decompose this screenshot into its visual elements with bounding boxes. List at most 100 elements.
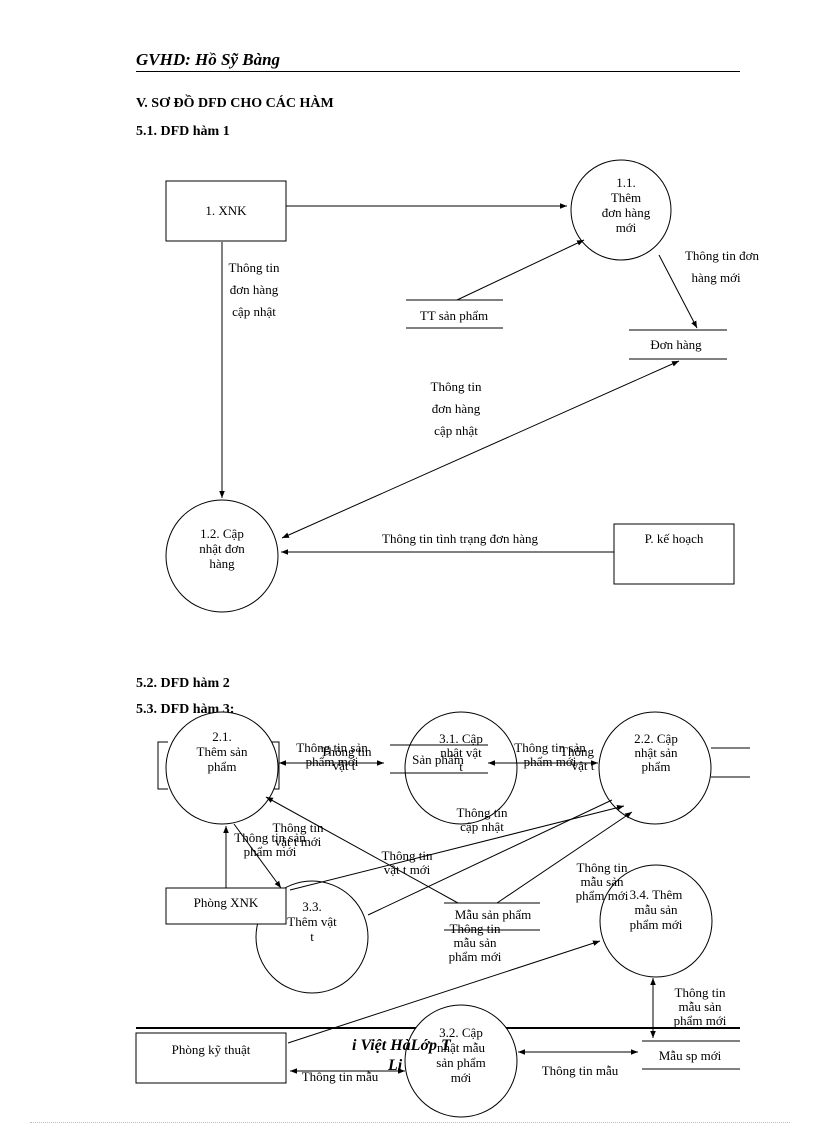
- flow-label-d-1: Thông tin: [382, 848, 433, 863]
- process-3-2-line3: sản phẩm: [436, 1055, 485, 1070]
- flow-label-b1-2: phẩm mới: [524, 754, 577, 769]
- flow-donhang-1-2: [281, 360, 680, 539]
- store-mau-sp-moi-label: Mẫu sp mới: [659, 1048, 722, 1063]
- footer-fragment-1: i Việt HàLớp T: [352, 1037, 452, 1054]
- process-1-1: [570, 159, 672, 261]
- flow-label-mau-2: Thông tin mẫu: [542, 1063, 619, 1078]
- flow-label-a2-2: vật t: [333, 758, 356, 773]
- process-2-1-line1: 2.1.: [212, 729, 232, 744]
- flow-label-a2-1: Thông tin: [321, 744, 372, 759]
- flow-label-mid-1: Thông tin: [431, 379, 482, 394]
- entity-xnk-label: 1. XNK: [205, 203, 247, 218]
- flow-label-g-3: phẩm mới: [674, 1013, 727, 1028]
- process-2-1-line3: phẩm: [208, 759, 237, 774]
- flow-xnk-to-2-2: [289, 804, 625, 891]
- process-3-3: [255, 880, 369, 994]
- flow-label-a1-1: Thông tin sản: [296, 740, 368, 755]
- flow-label-f-1: Thông tin: [450, 921, 501, 936]
- section-heading-5-2: 5.2. DFD hàm 2: [136, 676, 230, 691]
- flow-label-a1-2: phẩm mới: [306, 754, 359, 769]
- section-heading-main: V. SƠ ĐỒ DFD CHO CÁC HÀM: [136, 96, 334, 111]
- process-2-2-line3: phẩm: [642, 759, 671, 774]
- process-3-2-line1: 3.2. Cập: [439, 1025, 483, 1040]
- flow-label-f-2: mẫu sản: [454, 935, 497, 950]
- flow-3-3-to-2-2: [367, 799, 613, 916]
- flow-1-1-to-donhang: [658, 254, 698, 329]
- flow-label-tt-moi-1: Thông tin đơn: [685, 248, 760, 263]
- entity-phong-xnk-label: Phòng XNK: [194, 895, 259, 910]
- flow-2-1-to-xnk: [233, 823, 282, 889]
- flow-label-left-1: Thông tin: [229, 260, 280, 275]
- flow-label-mid-2: đơn hàng: [432, 401, 481, 416]
- flow-label-left-2: đơn hàng: [230, 282, 279, 297]
- process-3-3-line2: Thêm vật: [287, 914, 337, 929]
- flow-label-g-1: Thông tin: [675, 985, 726, 1000]
- process-2-2-line1: 2.2. Cập: [634, 731, 678, 746]
- flow-label-capnhat-1: Thông tin: [457, 805, 508, 820]
- process-3-1-line1: 3.1. Cập: [439, 731, 483, 746]
- process-2-2-line2: nhật sản: [635, 745, 678, 760]
- process-1-1-line4: mới: [616, 220, 637, 235]
- header-rule: [136, 71, 740, 72]
- process-1-1-line1: 1.1.: [616, 175, 636, 190]
- process-2-2: [598, 711, 712, 825]
- section-heading-5-1: 5.1. DFD hàm 1: [136, 124, 230, 139]
- entity-phong-ky-thuat-label: Phòng kỹ thuật: [172, 1042, 251, 1057]
- entity-fragment-left: [157, 741, 168, 790]
- flow-label-c2-2: phẩm mới: [244, 844, 297, 859]
- entity-xnk: [165, 180, 287, 242]
- process-3-4: [599, 864, 713, 978]
- footer-fragment-2: Li: [387, 1057, 403, 1074]
- flow-label-c1-1: Thông tin: [273, 820, 324, 835]
- process-2-1: [165, 711, 279, 825]
- flow-ttsp-to-1-1: [456, 239, 585, 301]
- process-1-2: [165, 499, 279, 613]
- process-3-1-line2: nhật vật: [440, 745, 482, 760]
- process-1-2-line1: 1.2. Cập: [200, 526, 244, 541]
- flow-mausp-to-2-2: [496, 811, 633, 904]
- process-2-1-line2: Thêm sản: [197, 744, 248, 759]
- entity-phong-ky-thuat: [135, 1032, 287, 1084]
- flow-label-b2-1: Thông: [560, 744, 594, 759]
- flow-label-e-1: Thông tin: [577, 860, 628, 875]
- process-1-1-line2: Thêm: [611, 190, 641, 205]
- store-san-pham-label: Sản phẩm: [412, 752, 464, 767]
- flow-label-e-3: phẩm mới: [576, 888, 629, 903]
- process-3-4-line2: mẫu sản: [635, 902, 678, 917]
- process-1-1-line3: đơn hàng: [602, 205, 651, 220]
- flow-mausp-to-2-1: [265, 796, 459, 904]
- process-3-2: [404, 1004, 518, 1118]
- process-1-2-line3: hàng: [209, 556, 235, 571]
- process-1-2-line2: nhật đơn: [199, 541, 245, 556]
- store-mau-sp-label: Mẫu sản phẩm: [455, 907, 532, 922]
- process-3-1: [404, 711, 518, 825]
- flow-label-c2-1: Thông tin sản: [234, 830, 306, 845]
- process-3-1-line3: t: [459, 759, 463, 774]
- flow-label-mau-1: Thông tin mẫu: [302, 1069, 379, 1084]
- process-3-3-line3: t: [310, 929, 314, 944]
- flow-label-capnhat-2: cập nhật: [460, 819, 504, 834]
- flow-label-left-3: cập nhật: [232, 304, 276, 319]
- flow-label-tinh-trang: Thông tin tình trạng đơn hàng: [382, 531, 538, 546]
- process-3-2-line4: mới: [451, 1070, 472, 1085]
- flow-pkt-to-3-4: [287, 940, 601, 1044]
- process-3-4-line3: phẩm mới: [630, 917, 683, 932]
- entity-pkh-label: P. kế hoạch: [645, 531, 704, 546]
- page-header-title: GVHD: Hồ Sỹ Bàng: [136, 50, 281, 69]
- store-don-hang-label: Đơn hàng: [650, 337, 702, 352]
- flow-label-d-2: vật t mới: [384, 862, 431, 877]
- store-tt-san-pham-label: TT sản phẩm: [420, 308, 488, 323]
- entity-phong-xnk: [165, 887, 287, 925]
- flow-label-c1-2: vật t mới: [275, 834, 322, 849]
- flow-label-f-3: phẩm mới: [449, 949, 502, 964]
- flow-label-b1-1: Thông tin sản: [514, 740, 586, 755]
- flow-label-b2-2: vật t: [572, 758, 595, 773]
- flow-label-g-2: mẫu sản: [679, 999, 722, 1014]
- flow-label-e-2: mẫu sản: [581, 874, 624, 889]
- flow-label-tt-moi-2: hàng mới: [691, 270, 741, 285]
- flow-label-mid-3: cập nhật: [434, 423, 478, 438]
- process-3-2-line2: nhật mẫu: [437, 1040, 486, 1055]
- process-3-4-line1: 3.4. Thêm: [630, 887, 683, 902]
- process-3-3-line1: 3.3.: [302, 899, 322, 914]
